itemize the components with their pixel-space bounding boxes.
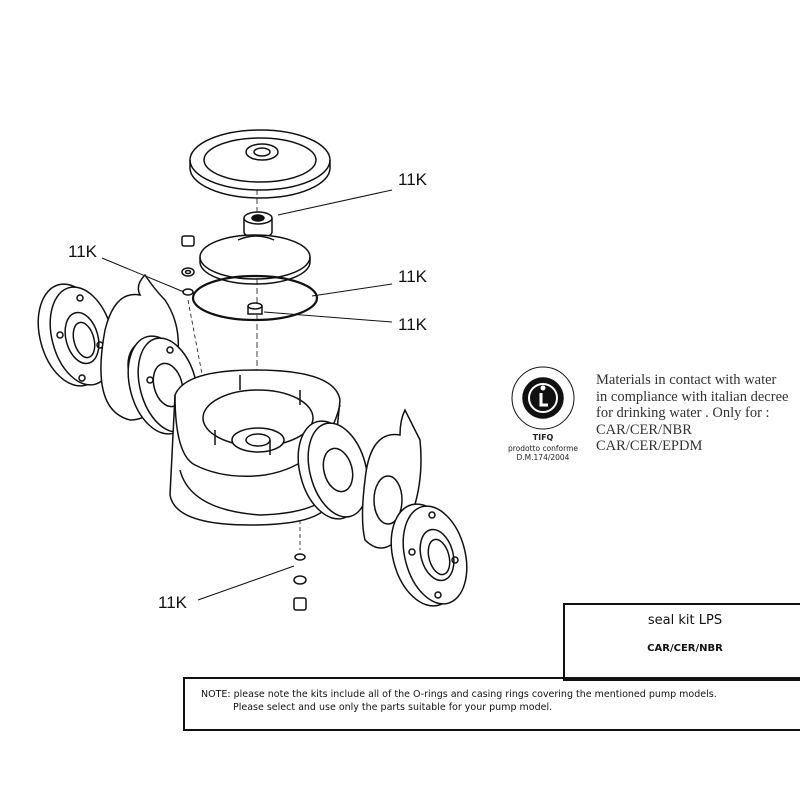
impeller-disc (199, 234, 311, 285)
pump-body (169, 369, 341, 526)
note-box: NOTE: please note the kits include all o… (183, 677, 800, 731)
logo-decree: D.M.174/2004 (516, 453, 570, 462)
part-label-11k: 11K (68, 242, 97, 261)
certification-text: Materials in contact with water in compl… (596, 372, 788, 455)
left-flange-outer (37, 283, 115, 387)
leader-lines (101, 189, 393, 601)
kit-title: seal kit LPS (647, 613, 723, 628)
drain-screw-bottom (293, 520, 307, 611)
impeller-hub (243, 211, 273, 239)
logo-brand: TIFQ (532, 433, 554, 442)
tifq-logo (511, 366, 575, 430)
logo-caption: prodotto conforme (507, 444, 579, 453)
cert-line: in compliance with italian decree (596, 388, 789, 405)
cert-line: CAR/CER/EPDM (596, 438, 703, 454)
drain-screw-top (181, 235, 206, 391)
note-line-1: NOTE: please note the kits include all o… (201, 689, 717, 700)
part-label-11k: 11K (398, 170, 427, 189)
cert-line: Materials in contact with water (596, 372, 777, 388)
impeller-nut (247, 302, 263, 315)
part-label-11k: 11K (158, 593, 187, 612)
part-label-11k: 11K (398, 267, 427, 286)
part-label-11k: 11K (398, 315, 427, 334)
cert-line: CAR/CER/NBR (596, 421, 692, 438)
note-line-2: Please select and use only the parts sui… (233, 702, 553, 713)
right-flange-outer (390, 503, 468, 607)
right-flange-inner (297, 420, 369, 520)
cert-line: for drinking water . Only for : (596, 405, 770, 421)
kit-title-box: seal kit LPS CAR/CER/NBR (563, 603, 800, 681)
kit-variant: CAR/CER/NBR (647, 643, 723, 654)
o-ring (191, 274, 319, 322)
pump-cover (189, 129, 331, 199)
